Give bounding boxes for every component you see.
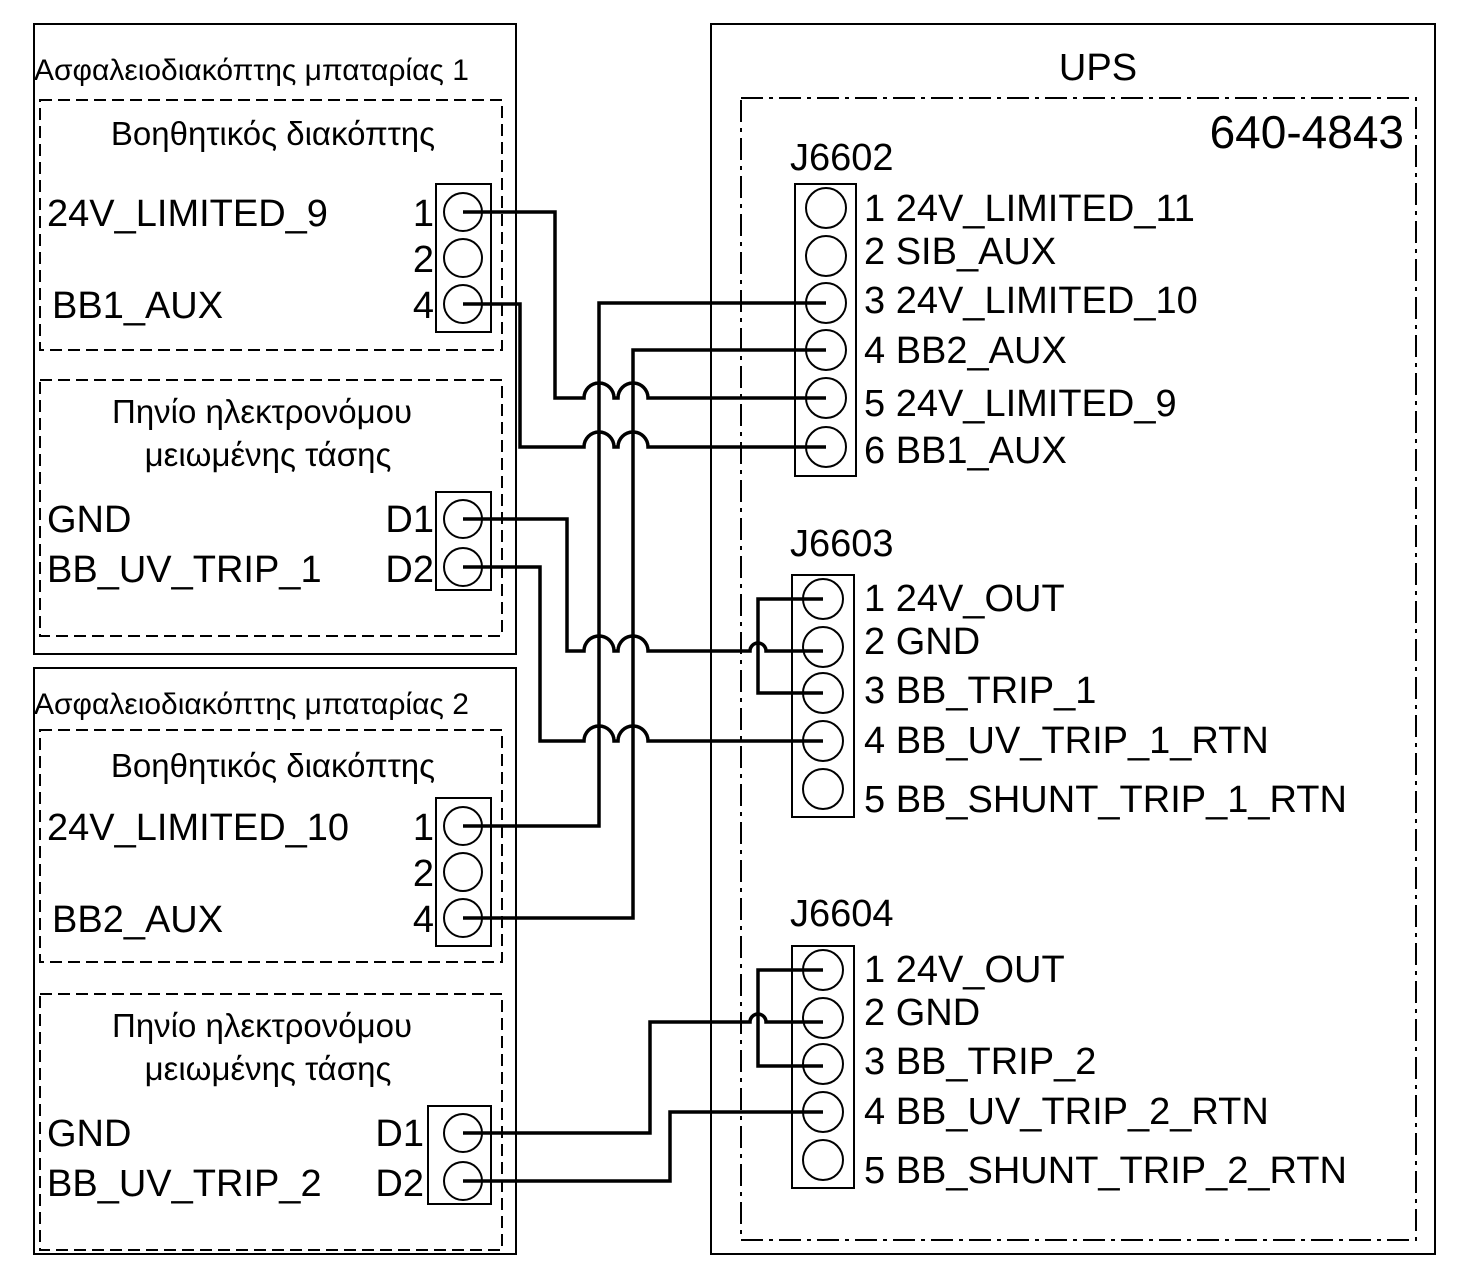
breaker-2-aux-terminal-block [435,797,492,947]
pin-label: 2 [413,239,434,281]
wire-j6604-trip-loop [756,968,823,1068]
breaker-1-aux-switch-title: Βοηθητικός διακόπτης [111,115,435,152]
connector-pin-label: 2 GND [864,621,980,663]
breaker-1-uv-terminal-block [435,491,492,591]
breaker-2-aux-signal: BB2_AUX [52,899,223,941]
connector-pin-label: 5 BB_SHUNT_TRIP_2_RTN [864,1150,1347,1192]
breaker-2-uv-coil-title: μειωμένης τάσης [145,1050,392,1087]
breaker-1-aux-switch-box [39,99,503,351]
wire-24v-limited-10 [463,301,826,828]
wire-j6603-trip-loop [756,597,823,695]
breaker-2-coil-signal: BB_UV_TRIP_2 [47,1163,322,1205]
connector-pin-label: 4 BB_UV_TRIP_2_RTN [864,1091,1269,1133]
breaker-1-aux-terminal-block [435,183,492,333]
connector-pin-label: 4 BB2_AUX [864,330,1067,372]
pin-label: 1 [413,807,434,849]
breaker-1-title: Ασφαλειοδιακόπτης μπαταρίας 1 [34,54,469,87]
breaker-2-aux-switch-box [39,729,503,963]
breaker-1-uv-coil-title: Πηνίο ηλεκτρονόμου [112,393,412,430]
pin-label: D2 [385,549,434,591]
wire-gnd-2 [463,1012,823,1135]
breaker-1-coil-signal: BB_UV_TRIP_1 [47,549,322,591]
connector-j6604-label: J6604 [790,893,894,935]
terminal-pin [443,238,483,278]
connector-pin-label: 6 BB1_AUX [864,430,1067,472]
breaker-2-aux-signal: 24V_LIMITED_10 [47,807,349,849]
wire-gnd-1 [463,517,823,653]
breaker-1-uv-coil-box [39,379,503,637]
connector-pin-label: 4 BB_UV_TRIP_1_RTN [864,720,1269,762]
connector-pin [805,187,847,229]
connector-pin-label: 1 24V_OUT [864,949,1065,991]
connector-pin [802,1139,844,1181]
breaker-1-frame [33,23,517,655]
connector-pin-label: 5 BB_SHUNT_TRIP_1_RTN [864,779,1347,821]
connector-pin [802,768,844,810]
connector-j6602-label: J6602 [790,137,894,179]
wire-24v-limited-9 [463,210,826,400]
breaker-1-aux-signal: BB1_AUX [52,285,223,327]
breaker-2-uv-coil-box [39,993,503,1251]
connector-pin-label: 5 24V_LIMITED_9 [864,383,1177,425]
breaker-2-title: Ασφαλειοδιακόπτης μπαταρίας 2 [34,688,469,721]
breaker-1: Ασφαλειοδιακόπτης μπαταρίας 1 Βοηθητικός… [33,23,517,655]
board-part-number: 640-4843 [1210,106,1404,158]
connector-pin-label: 2 GND [864,992,980,1034]
breaker-2-aux-switch-title: Βοηθητικός διακόπτης [111,747,435,784]
connector-j6602 [794,183,857,477]
connector-pin-label: 1 24V_LIMITED_11 [864,188,1195,230]
breaker-2: Ασφαλειοδιακόπτης μπαταρίας 2 Βοηθητικός… [33,667,517,1255]
connector-j6603-label: J6603 [790,523,894,565]
wire-bb-uv-trip-1 [463,565,823,743]
connector-pin [802,997,844,1039]
connector-pin-label: 3 BB_TRIP_2 [864,1041,1096,1083]
connector-j6603 [791,574,855,818]
connector-pin-label: 3 BB_TRIP_1 [864,670,1096,712]
wires [463,210,826,1183]
pin-label: 4 [413,285,434,327]
pin-label: D1 [375,1113,424,1155]
terminal-pin [443,852,483,892]
ups: UPS 640-4843 J6602 1 24V_LIMITED_11 2 SI… [710,23,1436,1255]
connector-pin-label: 1 24V_OUT [864,578,1065,620]
breaker-1-uv-coil-title: μειωμένης τάσης [145,436,392,473]
connector-pin-label: 2 SIB_AUX [864,231,1056,273]
ups-board-frame [740,97,1417,1241]
connector-pin [802,626,844,668]
breaker-2-frame [33,667,517,1255]
connector-pin [805,235,847,277]
ups-title: UPS [1059,47,1137,89]
wire-bb-uv-trip-2 [463,1110,823,1183]
breaker-1-coil-signal: GND [47,499,131,541]
pin-label: D2 [375,1163,424,1205]
breaker-1-aux-signal: 24V_LIMITED_9 [47,193,328,235]
pin-label: 4 [413,899,434,941]
pin-label: 1 [413,193,434,235]
pin-label: 2 [413,853,434,895]
breaker-2-uv-terminal-block [427,1105,492,1205]
connector-pin-label: 3 24V_LIMITED_10 [864,280,1198,322]
breaker-2-uv-coil-title: Πηνίο ηλεκτρονόμου [112,1007,412,1044]
ups-frame [710,23,1436,1255]
breaker-2-coil-signal: GND [47,1113,131,1155]
connector-pin [802,1043,844,1085]
wire-bb1-aux [463,302,826,449]
pin-label: D1 [385,499,434,541]
wire-bb2-aux [463,348,826,920]
